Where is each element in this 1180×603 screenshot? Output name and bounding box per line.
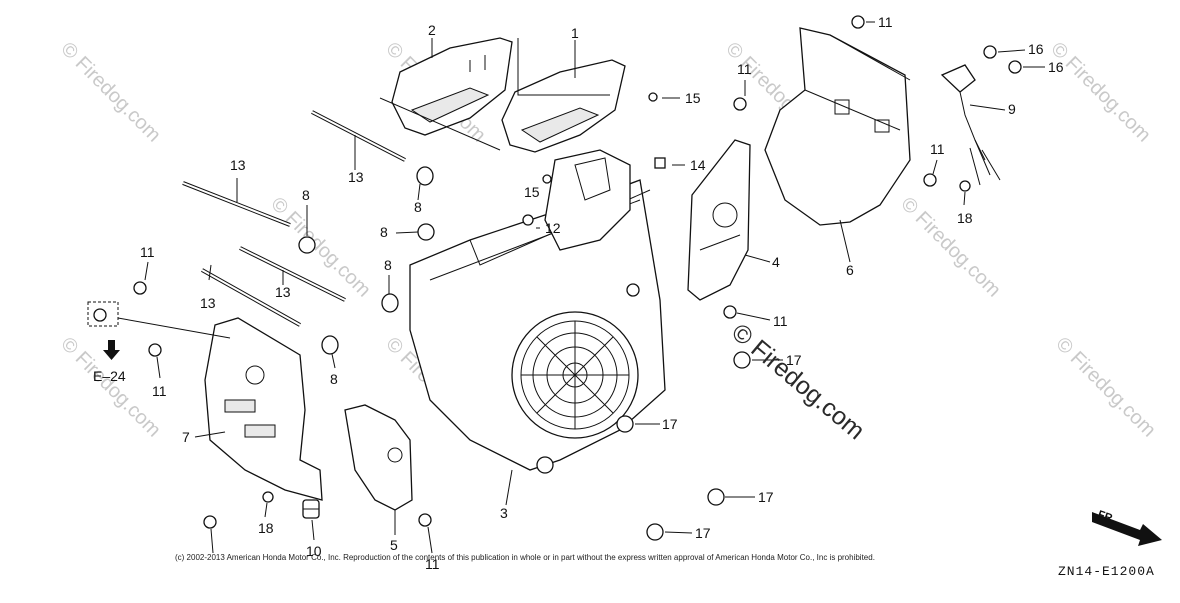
callout[interactable]: 6 xyxy=(846,262,854,278)
part-2-cover[interactable] xyxy=(391,37,513,136)
callout[interactable]: 1 xyxy=(571,25,579,41)
copyright-notice: (c) 2002-2013 American Honda Motor Co., … xyxy=(175,553,875,562)
part-3-fan-cover[interactable] xyxy=(409,149,666,474)
part-9-harness[interactable] xyxy=(940,64,1001,186)
callout[interactable]: 14 xyxy=(690,157,706,173)
diagram-code: ZN14-E1200A xyxy=(1058,564,1155,579)
callout[interactable]: 13 xyxy=(200,295,216,311)
callout[interactable]: 8 xyxy=(414,199,422,215)
reference-e24[interactable]: E–24 xyxy=(87,301,231,384)
watermark: © Firedog.com xyxy=(56,38,165,147)
callout[interactable]: 13 xyxy=(230,157,246,173)
part-17-nuts[interactable] xyxy=(616,351,751,541)
callout[interactable]: 2 xyxy=(428,22,436,38)
callout[interactable]: 17 xyxy=(662,416,678,432)
front-arrow-label: FR. xyxy=(1096,509,1117,526)
callout[interactable]: 17 xyxy=(786,352,802,368)
callout[interactable]: 9 xyxy=(1008,101,1016,117)
callout[interactable]: 15 xyxy=(685,90,701,106)
small-fasteners[interactable] xyxy=(133,15,1022,529)
callout[interactable]: 15 xyxy=(524,184,540,200)
callout[interactable]: 18 xyxy=(957,210,973,226)
callout[interactable]: 13 xyxy=(348,169,364,185)
callout[interactable]: 10 xyxy=(306,543,322,559)
callout[interactable]: 5 xyxy=(390,537,398,553)
callout[interactable]: 11 xyxy=(737,61,752,77)
part-5-bracket[interactable] xyxy=(344,404,413,511)
callout[interactable]: 11 xyxy=(878,14,893,30)
leader-line xyxy=(379,97,501,151)
callout-numbers: 2 1 15 11 11 16 16 9 13 14 13 8 15 8 8 1… xyxy=(140,14,1064,572)
callout[interactable]: 8 xyxy=(384,257,392,273)
part-1-cover[interactable] xyxy=(501,59,626,153)
callout[interactable]: 13 xyxy=(275,284,291,300)
part-7-plate[interactable] xyxy=(204,317,323,501)
callout[interactable]: 17 xyxy=(758,489,774,505)
part-8-nuts[interactable] xyxy=(298,166,435,355)
callout[interactable]: 17 xyxy=(695,525,711,541)
arrow-down-icon xyxy=(103,340,120,360)
watermark: © Firedog.com xyxy=(1046,38,1155,147)
callout[interactable]: 8 xyxy=(380,224,388,240)
watermark: © Firedog.com xyxy=(896,193,1005,302)
callout[interactable]: 4 xyxy=(772,254,780,270)
callout[interactable]: 11 xyxy=(930,141,945,157)
part-10-nut[interactable] xyxy=(302,499,320,519)
callout[interactable]: 3 xyxy=(500,505,508,521)
callout[interactable]: 11 xyxy=(140,244,155,260)
part-6-plate[interactable] xyxy=(764,27,911,226)
part-4-bracket[interactable] xyxy=(687,139,751,301)
callout[interactable]: 16 xyxy=(1028,41,1044,57)
callout[interactable]: 11 xyxy=(425,556,440,572)
callout[interactable]: 18 xyxy=(258,520,274,536)
callout[interactable]: 8 xyxy=(302,187,310,203)
callout[interactable]: 11 xyxy=(152,383,167,399)
watermark: © Firedog.com xyxy=(1051,333,1160,442)
center-watermark: © Firedog.com xyxy=(726,318,870,445)
leader-line xyxy=(517,38,610,96)
front-direction-arrow: FR. xyxy=(1092,509,1162,546)
callout[interactable]: 12 xyxy=(545,220,561,236)
callout[interactable]: 7 xyxy=(182,429,190,445)
callout[interactable]: 11 xyxy=(773,313,788,329)
part-13-bolts[interactable] xyxy=(182,110,406,327)
reference-label: E–24 xyxy=(93,368,126,384)
callout[interactable]: 8 xyxy=(330,371,338,387)
leader-lines xyxy=(144,21,1045,554)
callout[interactable]: 16 xyxy=(1048,59,1064,75)
